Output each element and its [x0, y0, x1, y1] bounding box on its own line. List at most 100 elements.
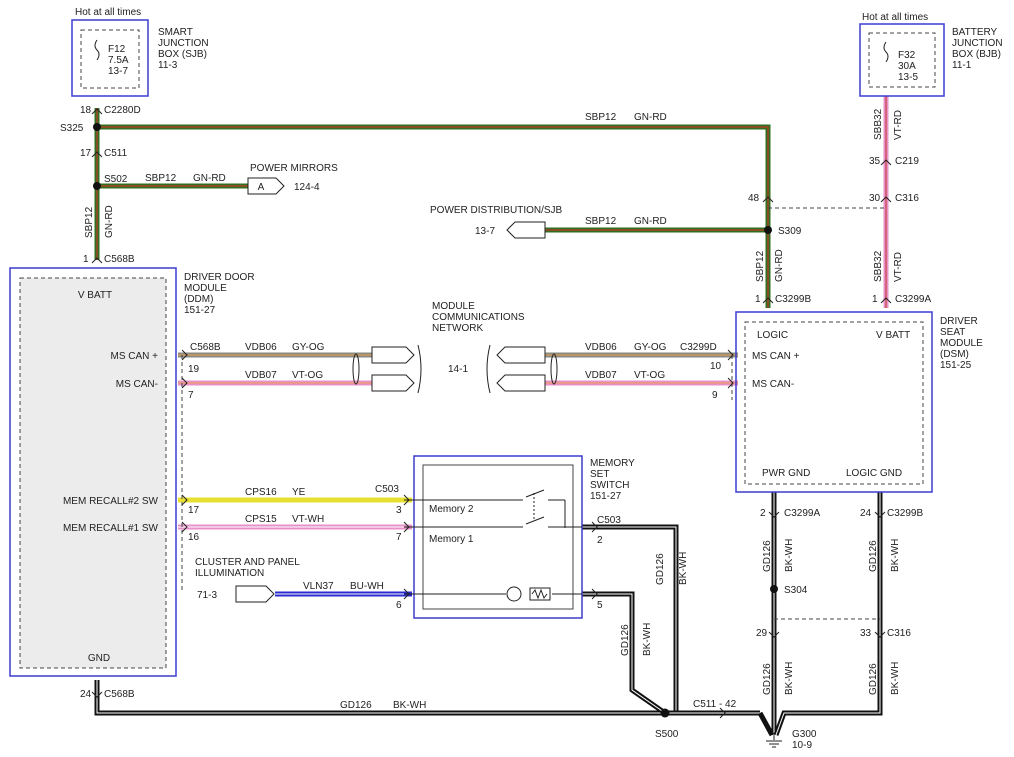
bjb-label-1: BATTERY	[952, 27, 998, 38]
can-connector-left-2[interactable]	[371, 374, 415, 392]
illum-title-1: CLUSTER AND PANEL	[195, 557, 300, 568]
pin-1-dsm: 1	[755, 294, 761, 305]
g300-label: G300	[792, 729, 817, 740]
splice-s304[interactable]	[770, 585, 778, 593]
smart-junction-box: Hot at all times F12 7.5A 13-7 SMART JUN…	[71, 7, 209, 97]
ground-icon	[766, 735, 782, 748]
splice-s325[interactable]	[93, 123, 101, 131]
s500-label: S500	[655, 729, 679, 740]
right-vdb07-color: VT-OG	[634, 370, 665, 381]
ddm-mem1: MEM RECALL#1 SW	[63, 523, 159, 534]
connector-chevrons	[91, 108, 892, 719]
memory-set-switch[interactable]: Memory 2 Memory 1 MEMORY SET SWITCH 151-…	[375, 455, 635, 619]
splice-s502-label: S502	[104, 174, 128, 185]
bjb-label-4: 11-1	[952, 60, 972, 71]
c511-42-label: C511 - 42	[693, 699, 737, 710]
module-communications-network[interactable]: MODULE COMMUNICATIONS NETWORK 14-1 VDB06…	[245, 301, 733, 401]
sjb-label-4: 11-3	[158, 60, 178, 71]
mirrors-conn: A	[258, 182, 265, 193]
dsm-ms-can-minus: MS CAN-	[752, 379, 794, 390]
can-connector-left-1[interactable]	[371, 346, 415, 364]
right-vdb06-circuit: VDB06	[585, 342, 617, 353]
right-circuit-label: SBP12	[755, 250, 766, 282]
pin-17: 17	[80, 148, 92, 159]
splice-s309[interactable]	[764, 226, 772, 234]
gnd-pin-29: 29	[756, 628, 768, 639]
power-dist-connector[interactable]: POWER DISTRIBUTION/SJB SBP12 GN-RD 13-7	[430, 205, 667, 239]
sjb-amps: 7.5A	[108, 55, 129, 66]
left-feed-labels: 18 C2280D S325 17 C511 S502 SBP12 GN-RD …	[60, 105, 141, 265]
can-connector-right-2[interactable]	[496, 374, 546, 392]
connector-c2280d: C2280D	[104, 105, 141, 116]
ddm-gnd: GND	[88, 653, 110, 664]
sjb-label-3: BOX (SJB)	[158, 49, 207, 60]
dsm-vbatt: V BATT	[876, 330, 910, 341]
bjb-hot-label: Hot at all times	[862, 12, 928, 23]
connector-c503: C503	[375, 484, 399, 495]
bkwh-dsm-4: BK-WH	[890, 662, 901, 695]
connector-c568b: C568B	[104, 254, 135, 265]
left-vdb06-color: GY-OG	[292, 342, 325, 353]
bracket-icon	[486, 344, 491, 394]
powerdist-circuit: SBP12	[585, 216, 617, 227]
dsm-ms-can-plus: MS CAN +	[752, 351, 800, 362]
dsm-title-4: (DSM)	[940, 349, 969, 360]
right-feed-labels: 48 S309 SBP12 GN-RD 1 C3299B	[748, 193, 811, 305]
wires	[94, 96, 889, 737]
gnd-pin-2: 2	[760, 508, 766, 519]
connector-c219: C219	[895, 156, 919, 167]
ddm-pin-17: 17	[188, 505, 200, 516]
dsm-title-2: SEAT	[940, 327, 965, 338]
fuse-icon	[883, 41, 889, 63]
lamp-icon	[506, 586, 522, 602]
ddm-pin-19: 19	[188, 364, 200, 375]
memory-2-label: Memory 2	[429, 504, 474, 515]
power-dist-title: POWER DISTRIBUTION/SJB	[430, 205, 563, 216]
driver-seat-module[interactable]: LOGIC V BATT MS CAN + MS CAN- PWR GND LO…	[735, 311, 983, 493]
pin-35: 35	[869, 156, 881, 167]
bkwh-dsm-1: BK-WH	[784, 539, 795, 572]
pin-48: 48	[748, 193, 760, 204]
wire-sbp12-top[interactable]	[97, 124, 771, 212]
pin-1-bjb: 1	[872, 294, 878, 305]
dsm-title-1: DRIVER	[940, 316, 978, 327]
ddm-title-3: (DDM)	[184, 294, 213, 305]
memswitch-title-2: SET	[590, 469, 609, 480]
twisted-pair-icon	[550, 353, 558, 385]
memswitch-pin-6: 6	[396, 600, 402, 611]
gnd-pin-24: 24	[860, 508, 872, 519]
memory-1-label: Memory 1	[429, 534, 474, 545]
left-color-label: GN-RD	[104, 205, 115, 238]
wire-gd126-ground[interactable]	[94, 492, 883, 737]
ddm-title-1: DRIVER DOOR	[184, 272, 255, 283]
ddm-vbatt: V BATT	[78, 290, 112, 301]
vtwh-label: VT-WH	[292, 514, 324, 525]
network-title-2: COMMUNICATIONS	[432, 312, 525, 323]
right-vdb06-color: GY-OG	[634, 342, 667, 353]
g300-ref: 10-9	[792, 740, 812, 751]
bkwh-dsm-3: BK-WH	[784, 662, 795, 695]
ddm-c568b-gnd: C568B	[104, 689, 135, 700]
gnd-c316: C316	[887, 628, 911, 639]
power-mirrors-connector[interactable]: POWER MIRRORS SBP12 GN-RD A 124-4	[145, 163, 338, 195]
driver-door-module[interactable]: V BATT MS CAN + MS CAN- MEM RECALL#2 SW …	[9, 267, 255, 700]
memswitch-pin-5: 5	[597, 600, 603, 611]
splice-s502[interactable]	[93, 182, 101, 190]
bjb-circuit-bottom: SBB32	[873, 250, 884, 282]
dsm-logic-gnd: LOGIC GND	[846, 468, 902, 479]
pin-30: 30	[869, 193, 881, 204]
sjb-ref: 13-7	[108, 66, 128, 77]
bjb-label-3: BOX (BJB)	[952, 49, 1001, 60]
illumination-connector[interactable]: CLUSTER AND PANEL ILLUMINATION 71-3 VLN3…	[195, 557, 384, 603]
connector-c3299d: C3299D	[680, 342, 717, 353]
can-connector-right-1[interactable]	[496, 346, 546, 364]
vln37-label: VLN37	[303, 581, 334, 592]
splice-s500[interactable]	[660, 708, 670, 718]
switch-contact-icon	[404, 489, 582, 595]
memswitch-title-1: MEMORY	[590, 458, 635, 469]
gd126-vert-2: GD126	[620, 624, 631, 656]
connector-c3299a: C3299A	[895, 294, 931, 305]
buwh-label: BU-WH	[350, 581, 384, 592]
bkwh-bottom: BK-WH	[393, 700, 426, 711]
